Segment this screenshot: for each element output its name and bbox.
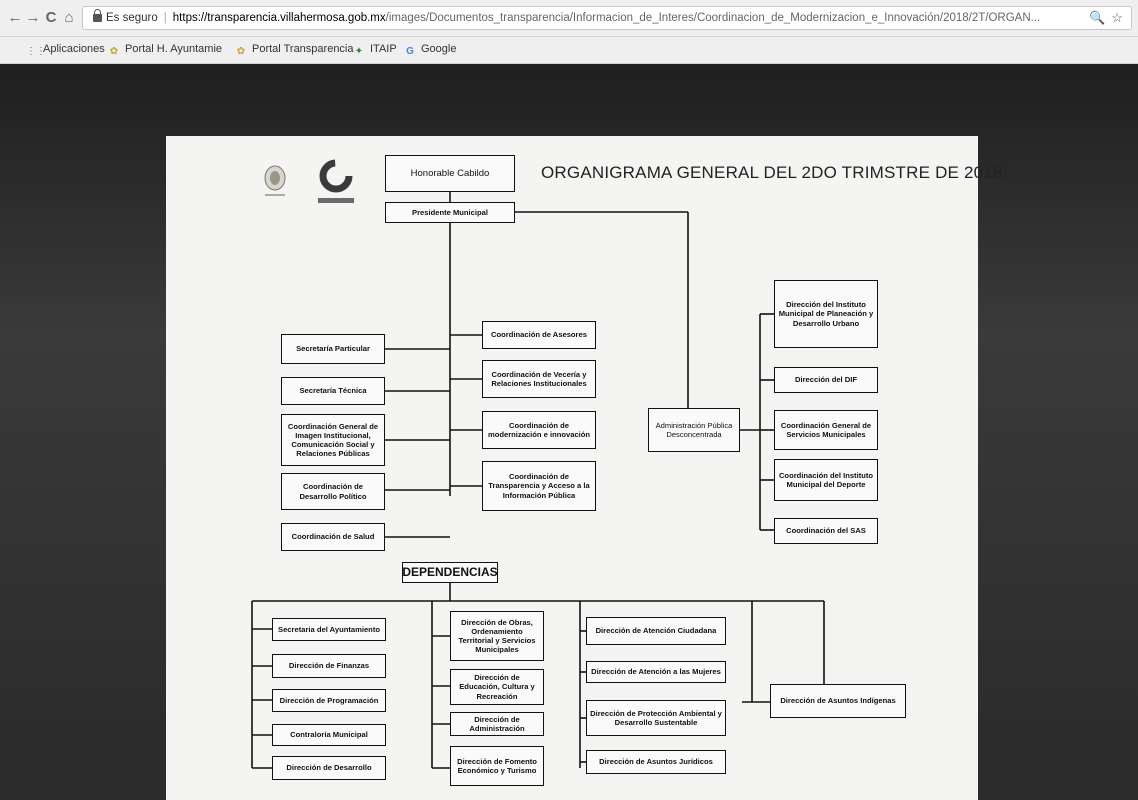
box-dir-obras: Dirección de Obras, Ordenamiento Territo…: [450, 611, 544, 661]
secure-label: Es seguro: [106, 12, 158, 24]
reload-icon: C: [45, 9, 57, 26]
box-dependencias: DEPENDENCIAS: [402, 562, 498, 583]
lock-icon: [93, 9, 102, 22]
box-dir-asuntos-juridicos: Dirección de Asuntos Jurídicos: [586, 750, 726, 774]
municipal-logo: [318, 159, 354, 203]
star-icon[interactable]: ☆: [1111, 10, 1123, 25]
box-dir-administracion: Dirección de Administración: [450, 712, 544, 736]
back-arrow-icon: ←: [7, 9, 23, 26]
box-coord-transparencia: Coordinación de Transparencia y Acceso a…: [482, 461, 596, 511]
box-coord-sas: Coordinación del SAS: [774, 518, 878, 544]
bookmark-portal-transparencia[interactable]: ✿Portal Transparencia: [236, 43, 354, 57]
bookmarks-bar: ⋮⋮Aplicaciones ✿Portal H. Ayuntamie ✿Por…: [0, 37, 1138, 64]
apps-grid-icon: ⋮⋮: [26, 46, 46, 57]
box-dir-implan: Dirección del Instituto Municipal de Pla…: [774, 280, 878, 348]
box-coord-vinculacion: Coordinación de Vecería y Relaciones Ins…: [482, 360, 596, 398]
document-viewer[interactable]: ORGANIGRAMA GENERAL DEL 2DO TRIMSTRE DE …: [0, 64, 1138, 800]
box-admin-publica-desconcentrada: Administración Pública Desconcentrada: [648, 408, 740, 452]
zoom-icon[interactable]: 🔍: [1089, 10, 1106, 25]
site-icon: ✦: [354, 46, 364, 57]
url-path: /images/Documentos_transparencia/Informa…: [385, 12, 1041, 24]
box-dir-atencion-ciudadana: Dirección de Atención Ciudadana: [586, 617, 726, 645]
box-secretaria-tecnica: Secretaría Técnica: [281, 377, 385, 405]
box-coord-modernizacion: Coordinación de modernización e innovaci…: [482, 411, 596, 449]
box-honorable-cabildo: Honorable Cabildo: [385, 155, 515, 192]
address-bar[interactable]: Es seguro|https://transparencia.villaher…: [82, 6, 1132, 30]
box-presidente-municipal: Presidente Municipal: [385, 202, 515, 223]
browser-toolbar: ← → C ⌂ Es seguro|https://transparencia.…: [0, 0, 1138, 37]
box-dir-proteccion-ambiental: Dirección de Protección Ambiental y Desa…: [586, 700, 726, 736]
google-icon: G: [406, 46, 414, 57]
box-dir-fomento-economico: Dirección de Fomento Económico y Turismo: [450, 746, 544, 786]
bookmark-itaip[interactable]: ✦ITAIP: [354, 43, 397, 57]
box-coord-asesores: Coordinación de Asesores: [482, 321, 596, 349]
bookmark-apps[interactable]: ⋮⋮Aplicaciones: [26, 43, 105, 57]
box-coord-salud: Coordinación de Salud: [281, 523, 385, 551]
bookmark-portal-ayuntamiento[interactable]: ✿Portal H. Ayuntamie: [109, 43, 223, 57]
box-coord-instituto-deporte: Coordinación del Instituto Municipal del…: [774, 459, 878, 501]
box-coord-desarrollo-politico: Coordinación de Desarrollo Político: [281, 473, 385, 510]
org-chart-title: ORGANIGRAMA GENERAL DEL 2DO TRIMSTRE DE …: [541, 163, 1003, 182]
box-coord-imagen-institucional: Coordinación General de Imagen Instituci…: [281, 414, 385, 466]
site-icon: ✿: [109, 46, 119, 57]
box-dir-dif: Dirección del DIF: [774, 367, 878, 393]
url-host: https://transparencia.villahermosa.gob.m…: [172, 12, 386, 24]
box-contraloria-municipal: Contraloría Municipal: [272, 724, 386, 746]
box-dir-programacion: Dirección de Programación: [272, 689, 386, 712]
coat-of-arms-logo: [264, 165, 286, 196]
connector-lines: [251, 192, 825, 769]
box-dir-educacion: Dirección de Educación, Cultura y Recrea…: [450, 669, 544, 705]
org-chart-page: ORGANIGRAMA GENERAL DEL 2DO TRIMSTRE DE …: [166, 136, 1002, 800]
forward-button[interactable]: →: [24, 9, 42, 27]
box-dir-desarrollo: Dirección de Desarrollo: [272, 756, 386, 780]
box-dir-atencion-mujeres: Dirección de Atención a las Mujeres: [586, 661, 726, 683]
box-dir-asuntos-indigenas: Dirección de Asuntos Indígenas: [770, 684, 906, 718]
box-coord-servicios-municipales: Coordinación General de Servicios Munici…: [774, 410, 878, 450]
box-dir-finanzas: Dirección de Finanzas: [272, 654, 386, 678]
box-secretaria-ayuntamiento: Secretaria del Ayuntamiento: [272, 618, 386, 641]
home-button[interactable]: ⌂: [60, 9, 78, 27]
site-icon: ✿: [236, 46, 246, 57]
box-secretaria-particular: Secretaría Particular: [281, 334, 385, 364]
home-icon: ⌂: [64, 9, 74, 26]
forward-arrow-icon: →: [25, 9, 41, 26]
reload-button[interactable]: C: [42, 9, 60, 27]
back-button[interactable]: ←: [6, 9, 24, 27]
